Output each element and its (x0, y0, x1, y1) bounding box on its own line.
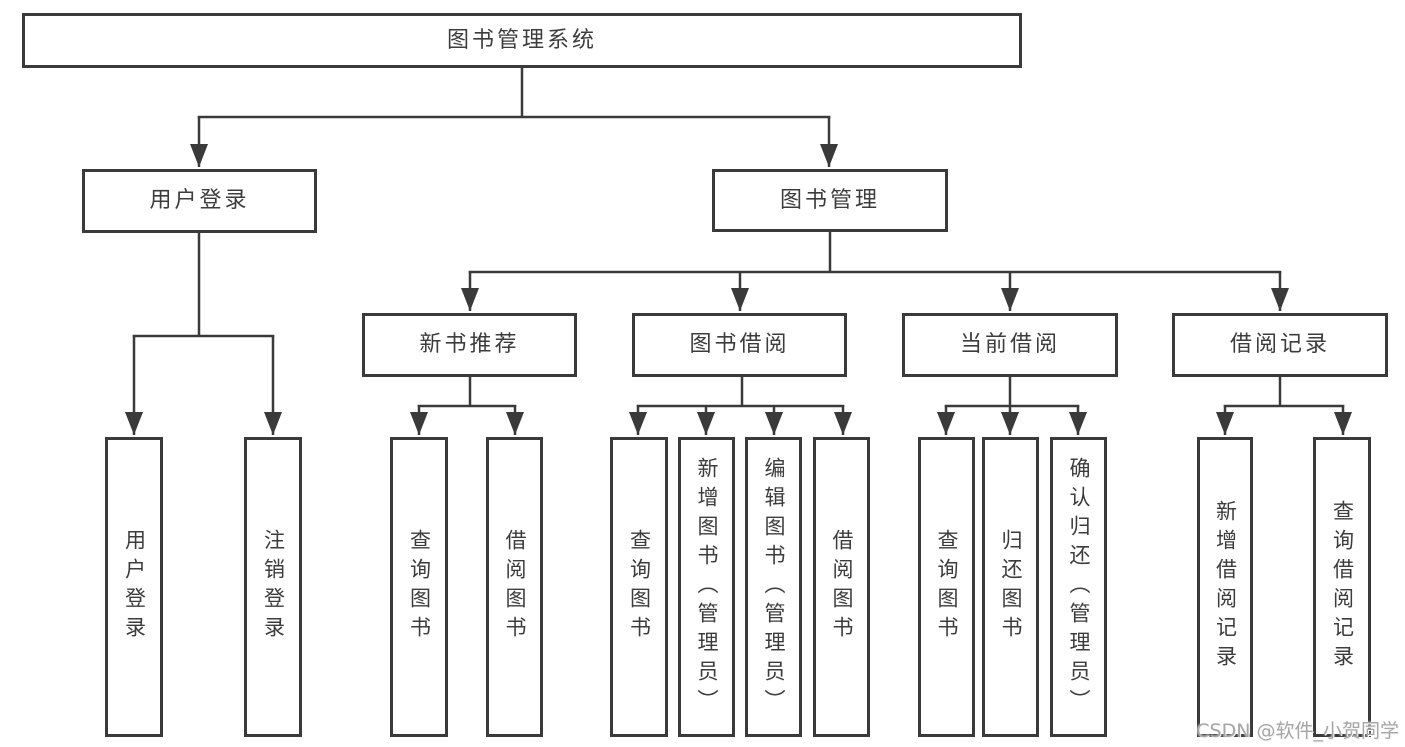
leaf-bb-edit-book-admin-label: 编辑图书（管理员） (762, 456, 786, 718)
node-user-login: 用户登录 (82, 169, 317, 233)
leaf-br-add-record: 新增借阅记录 (1197, 437, 1253, 737)
node-root-library-system: 图书管理系统 (22, 13, 1022, 68)
leaf-logout: 注销登录 (244, 437, 302, 737)
csdn-watermark: CSDN @软件_小贺同学 (1196, 720, 1399, 742)
leaf-nbr-borrow-books-label: 借阅图书 (503, 529, 527, 645)
leaf-bb-add-book-admin: 新增图书（管理员） (678, 437, 735, 737)
leaf-cb-query-books: 查询图书 (918, 437, 975, 737)
leaf-bb-edit-book-admin: 编辑图书（管理员） (745, 437, 802, 737)
node-borrow-records: 借阅记录 (1172, 313, 1388, 377)
leaf-cb-confirm-return-admin: 确认归还（管理员） (1050, 437, 1107, 737)
leaf-bb-query-books: 查询图书 (610, 437, 668, 737)
leaf-cb-query-books-label: 查询图书 (935, 529, 959, 645)
leaf-cb-return-books: 归还图书 (982, 437, 1039, 737)
leaf-bb-borrow-books: 借阅图书 (813, 437, 870, 737)
leaf-br-add-record-label: 新增借阅记录 (1213, 500, 1238, 674)
leaf-bb-borrow-books-label: 借阅图书 (830, 529, 854, 645)
leaf-bb-query-books-label: 查询图书 (627, 529, 652, 645)
leaf-user-login-label: 用户登录 (122, 529, 147, 645)
leaf-nbr-borrow-books: 借阅图书 (486, 437, 543, 737)
node-book-borrow: 图书借阅 (632, 313, 847, 377)
leaf-nbr-query-books: 查询图书 (390, 437, 448, 737)
leaf-br-query-record-label: 查询借阅记录 (1330, 500, 1355, 674)
leaf-cb-return-books-label: 归还图书 (999, 529, 1023, 645)
leaf-nbr-query-books-label: 查询图书 (407, 529, 432, 645)
node-new-book-recommend: 新书推荐 (362, 313, 577, 377)
node-current-borrow: 当前借阅 (902, 313, 1118, 377)
leaf-bb-add-book-admin-label: 新增图书（管理员） (695, 456, 719, 718)
leaf-br-query-record: 查询借阅记录 (1313, 437, 1371, 737)
leaf-user-login: 用户登录 (105, 437, 163, 737)
leaf-cb-confirm-return-admin-label: 确认归还（管理员） (1067, 456, 1091, 718)
node-book-management: 图书管理 (712, 169, 948, 232)
leaf-logout-label: 注销登录 (261, 529, 286, 645)
